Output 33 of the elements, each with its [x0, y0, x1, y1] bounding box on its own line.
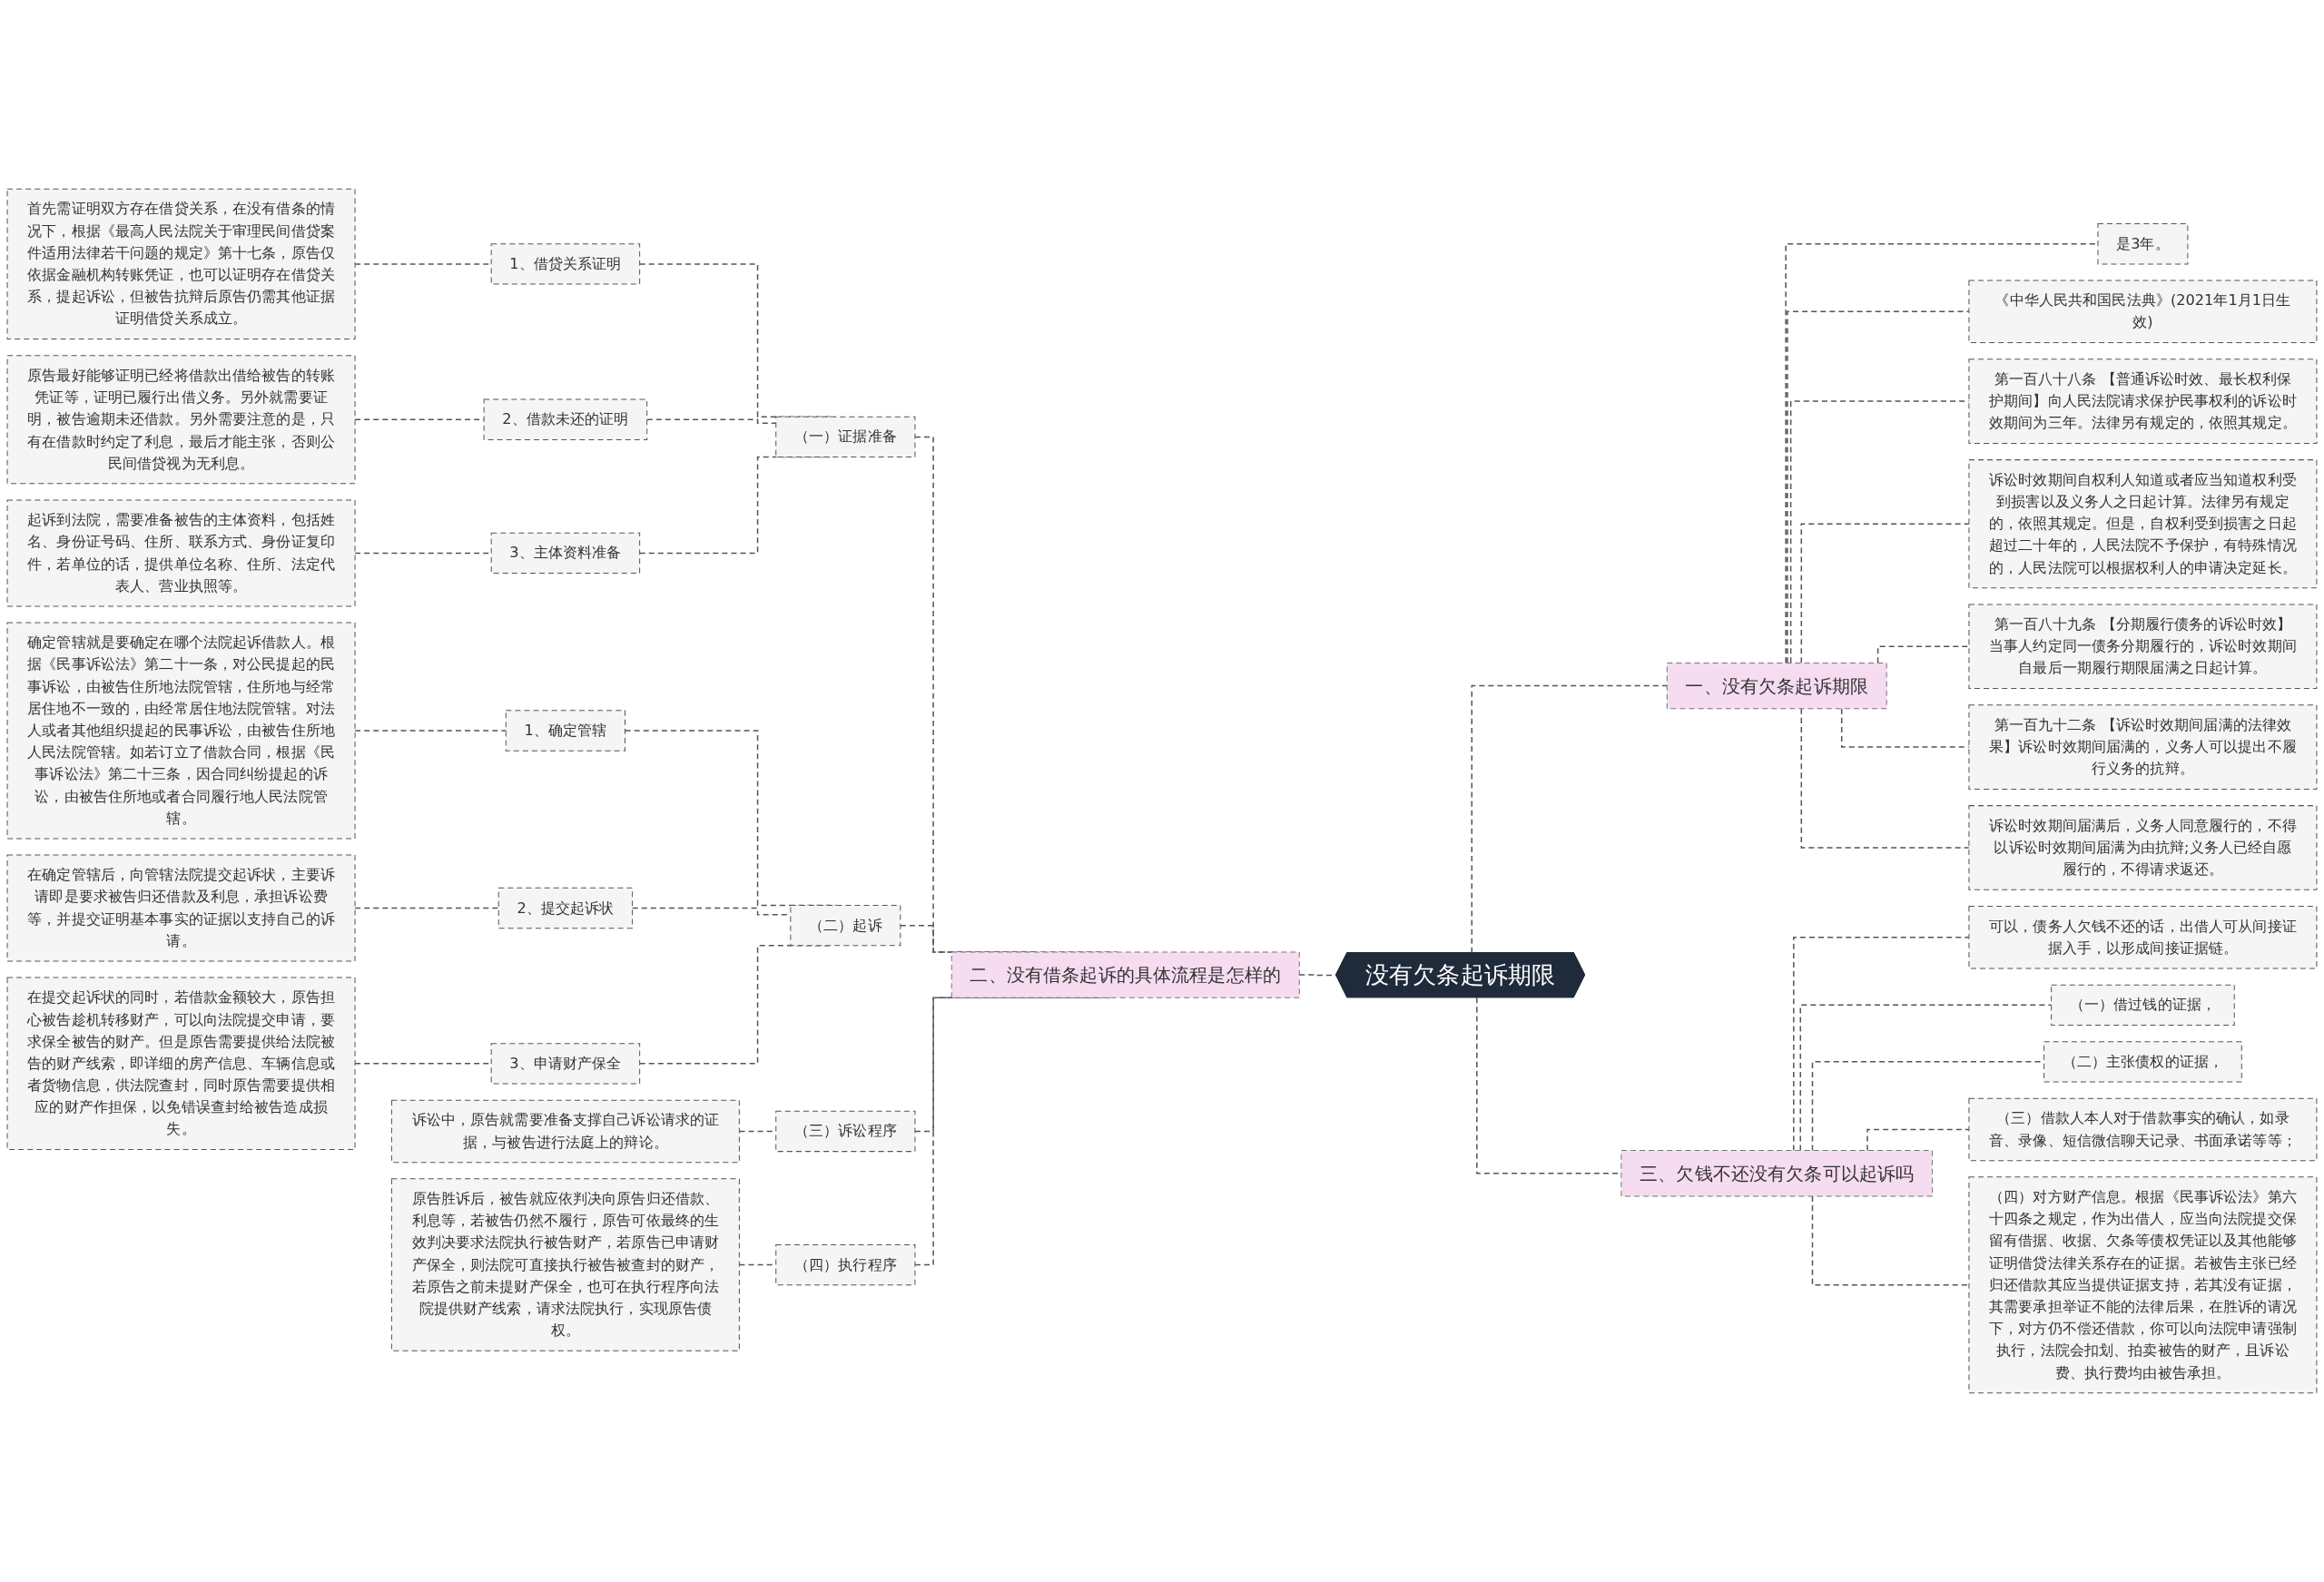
- node-box: 诉讼中，原告就需要准备支撑自己诉讼请求的证据，与被告进行法庭上的辩论。: [390, 1099, 740, 1164]
- node-box: 在提交起诉状的同时，若借款金额较大，原告担心被告趁机转移财产，可以向法院提交申请，要求保全被告的财产。但是原告需要提供给法院被告的财产线索，即详细的房产信息、车辆信息或者货物信息，供法院查封，同时原告需要提供相应的财产作担保，以免错误查封给被告造成损失。: [6, 977, 356, 1151]
- node-box: 可以，债务人欠钱不还的话，出借人可从间接证据入手，以形成间接证据链。: [1968, 906, 2318, 969]
- node-box: （四）执行程序: [775, 1243, 916, 1286]
- node-box: 在确定管辖后，向管辖法院提交起诉状，主要诉请即是要求被告归还借款及利息，承担诉讼费等，并提交证明基本事实的证据以支持自己的诉请。: [6, 854, 356, 962]
- node-box: 原告最好能够证明已经将借款出借给被告的转账凭证等，证明已履行出借义务。另外就需要证明，被告逾期未还借款。另外需要注意的是，只有在借款时约定了利息，最后才能主张，否则公民间借贷视为无利息。: [6, 355, 356, 485]
- node-box: （二）主张债权的证据，: [2043, 1041, 2242, 1083]
- node-box: （三）诉讼程序: [775, 1110, 916, 1153]
- node-box: （一）借过钱的证据，: [2051, 984, 2235, 1027]
- node-box: 第一百九十二条 【诉讼时效期间届满的法律效果】诉讼时效期间届满的，义务人可以提出不履行义务的抗辩。: [1968, 704, 2318, 790]
- node-box: （一）证据准备: [775, 416, 916, 458]
- node-box: 诉讼时效期间自权利人知道或者应当知道权利受到损害以及义务人之日起计算。法律另有规定的，依照其规定。但是，自权利受到损害之日起超过二十年的，人民法院不予保护，有特殊情况的，人民法院可以根据权利人的申请决定延长。: [1968, 459, 2318, 589]
- node-box: 3、主体资料准备: [490, 532, 641, 575]
- node-box: 是3年。: [2097, 223, 2189, 265]
- node-box: 首先需证明双方存在借贷关系，在没有借条的情况下，根据《最高人民法院关于审理民间借贷案件适用法律若干问题的规定》第十七条，原告仅依据金融机构转账凭证，也可以证明存在借贷关系，提起诉讼，但被告抗辩后原告仍需其他证据证明借贷关系成立。: [6, 188, 356, 340]
- node-box: 起诉到法院，需要准备被告的主体资料，包括姓名、身份证号码、住所、联系方式、身份证复印件，若单位的话，提供单位名称、住所、法定代表人、营业执照等。: [6, 499, 356, 607]
- node-box: 确定管辖就是要确定在哪个法院起诉借款人。根据《民事诉讼法》第二十一条，对公民提起的民事诉讼，由被告住所地法院管辖，住所地与经常居住地不一致的，由经常居住地法院管辖。对法人或者其他组织提起的民事诉讼，由被告住所地人民法院管辖。如若订立了借款合同，根据《民事诉讼法》第二十三条，因合同纠纷提起的诉讼，由被告住所地或者合同履行地人民法院管辖。: [6, 622, 356, 840]
- node-box: 2、提交起诉状: [497, 887, 634, 929]
- node-box: 2、借款未还的证明: [483, 398, 648, 440]
- node-box: （三）借款人本人对于借款事实的确认，如录音、录像、短信微信聊天记录、书面承诺等等；: [1968, 1097, 2318, 1162]
- node-box: 二、没有借条起诉的具体流程是怎样的: [950, 951, 1300, 998]
- node-box: （二）起诉: [790, 905, 901, 947]
- node-box: 第一百八十九条 【分期履行债务的诉讼时效】当事人约定同一债务分期履行的，诉讼时效期间自最后一期履行期限届满之日起计算。: [1968, 604, 2318, 690]
- node-box: （四）对方财产信息。根据《民事诉讼法》第六十四条之规定，作为出借人，应当向法院提交保留有借据、收据、欠条等债权凭证以及其他能够证明借贷法律关系存在的证据。若被告主张已经归还借款其应当提供证据支持，若其没有证据，其需要承担举证不能的法律后果，在胜诉的请况下，对方仍不偿还借款，你可以向法院申请强制执行，法院会扣划、拍卖被告的财产，且诉讼费、执行费均由被告承担。: [1968, 1176, 2318, 1394]
- node-box: 3、申请财产保全: [490, 1043, 641, 1085]
- node-box: 第一百八十八条 【普通诉讼时效、最长权利保护期间】向人民法院请求保护民事权利的诉讼时效期间为三年。法律另有规定的，依照其规定。: [1968, 359, 2318, 444]
- node-box: 《中华人民共和国民法典》(2021年1月1日生效): [1968, 280, 2318, 344]
- node-box: 一、没有欠条起诉期限: [1666, 662, 1887, 710]
- node-box: 1、借贷关系证明: [490, 243, 641, 285]
- node-box: 诉讼时效期间届满后，义务人同意履行的，不得以诉讼时效期间届满为由抗辩;义务人已经自愿履行的，不得请求返还。: [1968, 805, 2318, 890]
- node-box: 原告胜诉后，被告就应依判决向原告归还借款、利息等，若被告仍然不履行，原告可依最终的生效判决要求法院执行被告财产，若原告已申请财产保全，则法院可直接执行被告被查封的财产，若原告之前未提财产保全，也可在执行程序向法院提供财产线索，请求法院执行，实现原告债权。: [390, 1178, 740, 1351]
- node-box: 三、欠钱不还没有欠条可以起诉吗: [1620, 1150, 1934, 1197]
- node-box: 1、确定管辖: [505, 710, 626, 752]
